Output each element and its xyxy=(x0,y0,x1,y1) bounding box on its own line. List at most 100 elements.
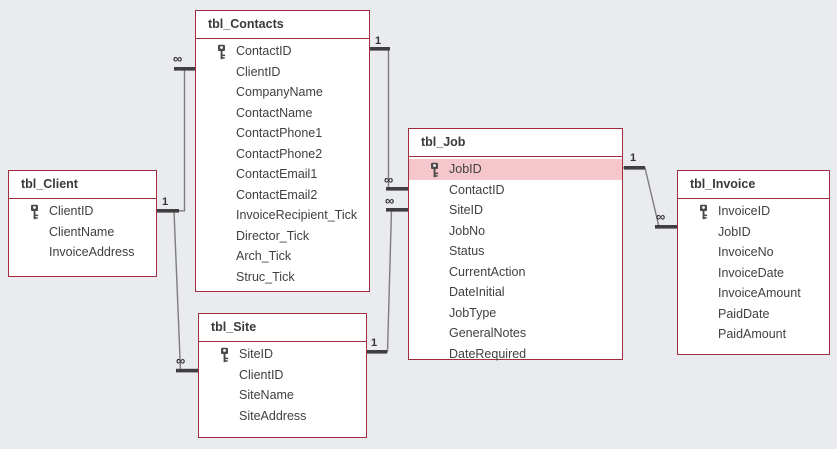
one-end-bar xyxy=(624,166,645,170)
cardinality-many-label: ∞ xyxy=(176,353,185,368)
field-name: GeneralNotes xyxy=(449,326,527,340)
field-row-PaidAmount[interactable]: PaidAmount xyxy=(678,324,829,345)
relationship-line-client-contacts[interactable] xyxy=(157,68,195,212)
field-row-InvoiceDate[interactable]: InvoiceDate xyxy=(678,263,829,284)
table-title[interactable]: tbl_Client xyxy=(9,171,156,199)
primary-key-icon xyxy=(221,347,229,362)
field-row-ClientID[interactable]: ClientID xyxy=(199,365,366,386)
field-name: ClientID xyxy=(49,204,94,218)
field-name: ContactPhone2 xyxy=(236,146,323,161)
field-row-ClientID[interactable]: ClientID xyxy=(196,62,369,83)
field-row-PaidDate[interactable]: PaidDate xyxy=(678,304,829,325)
table-title[interactable]: tbl_Invoice xyxy=(678,171,829,199)
primary-key-icon xyxy=(700,204,708,219)
field-row-InvoiceNo[interactable]: InvoiceNo xyxy=(678,242,829,263)
field-name: PaidDate xyxy=(718,306,770,321)
field-name: InvoiceAddress xyxy=(49,245,135,259)
field-name: Arch_Tick xyxy=(236,249,292,263)
field-name: InvoiceRecipient_Tick xyxy=(236,208,358,222)
field-name: ContactEmail1 xyxy=(236,167,318,181)
field-row-SiteID[interactable]: SiteID xyxy=(409,200,622,221)
field-row-DateRequired[interactable]: DateRequired xyxy=(409,344,622,365)
field-name: SiteID xyxy=(449,203,484,217)
cardinality-one-label: 1 xyxy=(375,35,382,47)
many-end-bar xyxy=(386,208,408,212)
field-row-InvoiceAmount[interactable]: InvoiceAmount xyxy=(678,283,829,304)
cardinality-one-label: 1 xyxy=(162,196,169,208)
field-row-JobID[interactable]: JobID xyxy=(409,159,622,180)
field-name: ContactEmail2 xyxy=(236,187,318,202)
primary-key-icon xyxy=(31,204,39,219)
field-row-DateInitial[interactable]: DateInitial xyxy=(409,282,622,303)
relationship-line-site-job[interactable] xyxy=(367,209,408,353)
field-row-InvoiceAddress[interactable]: InvoiceAddress xyxy=(9,242,156,263)
field-row-InvoiceRecipient_Tick[interactable]: InvoiceRecipient_Tick xyxy=(196,205,369,226)
field-row-SiteName[interactable]: SiteName xyxy=(199,385,366,406)
field-row-SiteID[interactable]: SiteID xyxy=(199,344,366,365)
primary-key-icon-wrap xyxy=(698,204,709,220)
field-name: InvoiceID xyxy=(718,204,771,218)
field-row-ClientID[interactable]: ClientID xyxy=(9,201,156,222)
field-name: DateRequired xyxy=(449,346,527,361)
field-name: InvoiceAmount xyxy=(718,286,801,300)
field-row-SiteAddress[interactable]: SiteAddress xyxy=(199,406,366,427)
field-row-CompanyName[interactable]: CompanyName xyxy=(196,82,369,103)
field-row-Director_Tick[interactable]: Director_Tick xyxy=(196,226,369,247)
field-name: InvoiceNo xyxy=(718,245,774,259)
table-title[interactable]: tbl_Job xyxy=(409,129,622,157)
relationship-line-job-invoice[interactable] xyxy=(623,167,677,228)
one-end-bar xyxy=(365,350,387,354)
primary-key-icon-wrap xyxy=(29,204,40,220)
field-row-JobID[interactable]: JobID xyxy=(678,222,829,243)
field-row-CurrentAction[interactable]: CurrentAction xyxy=(409,262,622,283)
relationship-line-contacts-job[interactable] xyxy=(370,48,408,190)
cardinality-many-label: ∞ xyxy=(173,51,182,66)
primary-key-icon-wrap xyxy=(429,162,440,178)
field-row-ContactID[interactable]: ContactID xyxy=(196,41,369,62)
primary-key-icon xyxy=(431,162,439,177)
field-row-Status[interactable]: Status xyxy=(409,241,622,262)
field-row-InvoiceID[interactable]: InvoiceID xyxy=(678,201,829,222)
field-name: JobID xyxy=(449,162,482,176)
field-row-ContactName[interactable]: ContactName xyxy=(196,103,369,124)
field-name: PaidAmount xyxy=(718,327,787,341)
field-name: ContactID xyxy=(236,44,292,58)
field-row-ContactEmail1[interactable]: ContactEmail1 xyxy=(196,164,369,185)
field-row-ClientName[interactable]: ClientName xyxy=(9,222,156,243)
many-end-bar xyxy=(655,225,677,229)
table-title[interactable]: tbl_Contacts xyxy=(196,11,369,39)
cardinality-many-label: ∞ xyxy=(385,193,394,208)
field-row-ContactEmail2[interactable]: ContactEmail2 xyxy=(196,185,369,206)
one-end-bar xyxy=(369,47,390,51)
one-end-bar xyxy=(156,209,179,213)
field-row-Arch_Tick[interactable]: Arch_Tick xyxy=(196,246,369,267)
field-row-JobNo[interactable]: JobNo xyxy=(409,221,622,242)
field-name: CurrentAction xyxy=(449,264,526,279)
cardinality-one-label: 1 xyxy=(630,152,637,164)
table-title[interactable]: tbl_Site xyxy=(199,314,366,342)
field-row-ContactPhone2[interactable]: ContactPhone2 xyxy=(196,144,369,165)
field-name: JobType xyxy=(449,305,497,320)
field-name: Status xyxy=(449,244,485,258)
field-row-GeneralNotes[interactable]: GeneralNotes xyxy=(409,323,622,344)
many-end-bar xyxy=(174,67,195,71)
field-row-ContactID[interactable]: ContactID xyxy=(409,180,622,201)
field-name: ContactID xyxy=(449,182,505,197)
field-name: ContactName xyxy=(236,105,313,120)
cardinality-many-label: ∞ xyxy=(384,172,393,187)
field-row-ContactPhone1[interactable]: ContactPhone1 xyxy=(196,123,369,144)
primary-key-icon xyxy=(218,44,226,59)
field-name: SiteName xyxy=(239,388,294,402)
field-row-JobType[interactable]: JobType xyxy=(409,303,622,324)
field-name: CompanyName xyxy=(236,85,323,99)
field-row-Struc_Tick[interactable]: Struc_Tick xyxy=(196,267,369,288)
field-name: InvoiceDate xyxy=(718,265,785,280)
field-name: ContactPhone1 xyxy=(236,126,323,140)
